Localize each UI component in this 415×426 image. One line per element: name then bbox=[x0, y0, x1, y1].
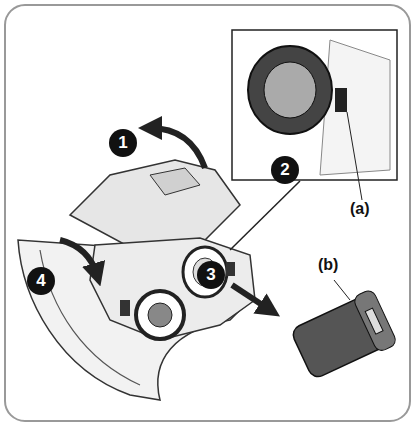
inset-body bbox=[320, 40, 390, 175]
inset-box bbox=[232, 30, 397, 180]
inset-leader bbox=[230, 181, 300, 250]
frame bbox=[5, 5, 410, 421]
callout-number: 3 bbox=[197, 261, 225, 289]
leader-line bbox=[347, 112, 362, 200]
leader-line bbox=[334, 280, 350, 300]
close-arrow bbox=[60, 240, 97, 275]
callout-number: 1 bbox=[109, 129, 137, 157]
callout-number: 4 bbox=[27, 267, 55, 295]
part-label: (a) bbox=[348, 200, 372, 218]
battery-slot bbox=[183, 247, 227, 297]
part-label: (b) bbox=[316, 256, 340, 274]
remove-arrow bbox=[232, 285, 270, 310]
latch bbox=[120, 300, 130, 316]
callout-number: 2 bbox=[271, 156, 299, 184]
latch bbox=[226, 262, 235, 276]
battery bbox=[289, 288, 398, 382]
inset-slot-inner bbox=[264, 62, 316, 118]
inset-latch bbox=[335, 88, 347, 112]
inset-slot bbox=[248, 46, 332, 134]
cover-detail bbox=[150, 168, 200, 195]
body bbox=[90, 238, 255, 340]
battery-installed bbox=[136, 291, 184, 339]
battery-end bbox=[148, 303, 172, 327]
cover bbox=[70, 160, 240, 250]
open-arrow bbox=[150, 128, 205, 168]
